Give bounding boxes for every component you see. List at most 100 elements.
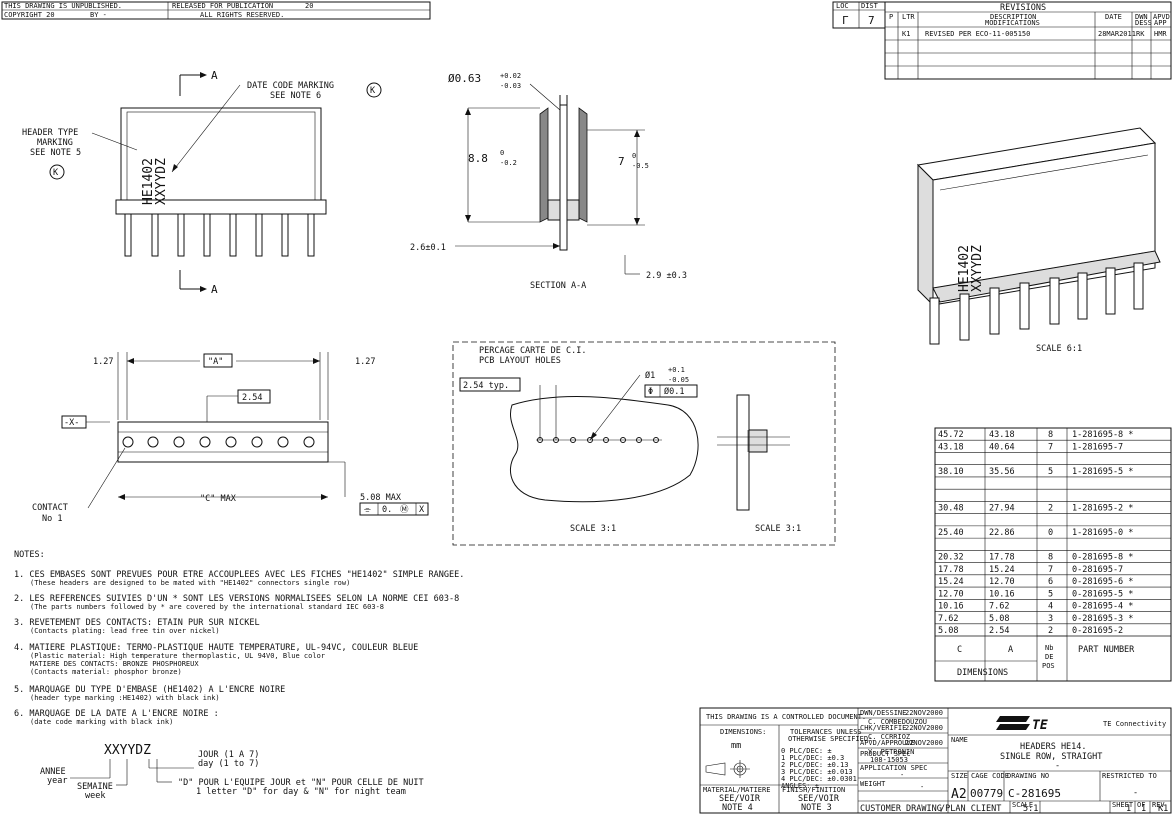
bottom-view: 1.27 1.27 "A" 2.54 -X- <box>32 352 429 524</box>
loc-label: LOC <box>836 2 849 10</box>
dwn-date: 22NOV2000 <box>905 709 943 717</box>
finish-value-2: NOTE 3 <box>801 803 832 813</box>
note-2-fr: 2. LES REFERENCES SUIVIES D'UN * SONT LE… <box>14 594 459 604</box>
tol-angles: ANGLES: ± <box>781 782 819 790</box>
table-cell: 7 <box>1048 565 1053 575</box>
table-cell: 10.16 <box>989 589 1015 599</box>
finish-label: FINISH/FINITION <box>782 786 845 794</box>
scale-label: SCALE <box>1012 801 1033 809</box>
note-5-fr: 5. MARQUAGE DU TYPE D'EMBASE (HE1402) A … <box>14 685 285 695</box>
front-view-pins <box>124 213 315 257</box>
tail-dim: 2.6±0.1 <box>410 243 446 253</box>
product-spec-value: 108-15053 <box>870 756 908 764</box>
table-cell: 45.72 <box>938 430 964 440</box>
revision-k-badge-top: K <box>370 86 376 96</box>
restricted-value: - <box>1133 788 1138 798</box>
table-cell: 0-281695-6 * <box>1072 577 1133 587</box>
unpublished-text: THIS DRAWING IS UNPUBLISHED. <box>4 2 122 10</box>
rev-row-ltr: K1 <box>902 30 910 38</box>
tol-2-plc: 2 PLC/DEC: ±0.13 <box>781 761 848 769</box>
see-note-6-label: SEE NOTE 6 <box>270 91 321 101</box>
notes-title: NOTES: <box>14 550 45 560</box>
fc-symbol: ⌯ <box>364 505 372 515</box>
table-cell: 43.18 <box>989 430 1015 440</box>
note-4-en-2: (Contacts material: phosphor bronze) <box>30 668 182 676</box>
material-label: MATERIAL/MATIERE <box>703 786 770 794</box>
table-cell: 12.70 <box>938 589 964 599</box>
apvd-name: Y. PETRONIN <box>868 748 914 756</box>
table-cell: 27.94 <box>989 504 1015 514</box>
dimensions-label: DIMENSIONS: <box>720 728 766 736</box>
dwn-label: DWN/DESSINE <box>860 709 906 717</box>
note-1-en: (These headers are designed to be mated … <box>30 579 350 587</box>
rev-row-dwn: RK <box>1136 30 1145 38</box>
table-cell: 30.48 <box>938 504 964 514</box>
top-left-stamp: THIS DRAWING IS UNPUBLISHED. COPYRIGHT 2… <box>1 1 431 20</box>
jour-label-en: day (1 to 7) <box>198 759 259 769</box>
finish-value-1: SEE/VOIR <box>798 794 840 804</box>
application-spec-value: - <box>900 771 904 779</box>
part-name-3: - <box>1055 761 1060 771</box>
application-spec-label: APPLICATION SPEC <box>860 764 927 772</box>
note-4-en: (Plastic material: High temperature ther… <box>30 652 325 660</box>
rev-col-apvd: APVD <box>1153 13 1170 21</box>
note-1-fr: 1. CES EMBASES SONT PREVUES POUR ETRE AC… <box>14 570 464 580</box>
sheet-label: SHEET <box>1112 801 1134 809</box>
semaine-label-fr: SEMAINE <box>77 782 113 792</box>
plan-client: /PLAN CLIENT <box>940 804 1001 814</box>
restricted-label: RESTRICTED TO <box>1102 772 1157 780</box>
released-text: RELEASED FOR PUBLICATION <box>172 2 273 10</box>
of-value: 1 <box>1141 804 1146 814</box>
table-cell: 12.70 <box>989 577 1015 587</box>
pcb-title-en: PCB LAYOUT HOLES <box>479 356 561 366</box>
table-cell: 4 <box>1048 602 1053 612</box>
rev-label: REV <box>1152 801 1165 809</box>
table-cell: 7.62 <box>938 614 958 624</box>
section-label: SECTION A-A <box>530 281 586 291</box>
note-2-en: (The parts numbers followed by * are cov… <box>30 603 384 611</box>
semaine-label-en: week <box>85 791 105 801</box>
table-cell: 1-281695-0 * <box>1072 528 1133 538</box>
rev-col-app: APP <box>1154 19 1167 27</box>
iso-pins <box>929 262 1144 345</box>
header-marking-label: MARKING <box>37 138 73 148</box>
cage-code-label: CAGE CODE <box>971 772 1009 780</box>
rev-col-dwn: DWN <box>1135 13 1148 21</box>
revisions-table: REVISIONS P LTR DESCRIPTION MODIFICATION… <box>884 1 1172 80</box>
dim-508-label: 5.08 MAX <box>360 493 402 503</box>
rev-value: K1 <box>1158 804 1168 814</box>
note-4-fr: 4. MATIERE PLASTIQUE: TERMO-PLASTIQUE HA… <box>14 643 418 653</box>
name-label: NAME <box>951 736 968 744</box>
dim-head-part: PART NUMBER <box>1078 645 1135 655</box>
section-height-b: 7 <box>618 155 625 168</box>
weight-label: WEIGHT <box>860 780 886 788</box>
rev-col-p: P <box>889 13 893 21</box>
table-cell: 8 <box>1048 430 1053 440</box>
table-cell: 0-281695-5 * <box>1072 589 1133 599</box>
pin-diameter: Ø0.63 <box>448 72 481 85</box>
iso-date-marking: XXYYDZ <box>970 245 985 292</box>
table-cell: 17.78 <box>938 565 964 575</box>
table-cell: 22.86 <box>989 528 1015 538</box>
header-type-label: HEADER TYPE <box>22 128 78 138</box>
scale-value: 5:1 <box>1023 804 1038 814</box>
pin-diameter-tol-lower: -0.03 <box>500 82 521 90</box>
pcb-hole-tol-upper: +0.1 <box>668 366 685 374</box>
drawing-no-value: C-281695 <box>1008 787 1061 800</box>
date-code-example: XXYYDZ <box>104 743 151 758</box>
dim-head-a: A <box>1008 645 1013 655</box>
loc-value: Γ <box>842 14 849 27</box>
table-cell: 5 <box>1048 467 1053 477</box>
section-height-a-tol-upper: 0 <box>500 149 504 157</box>
rev-col-desc-fr: MODIFICATIONS <box>985 19 1040 27</box>
sheet-value: 1 <box>1126 804 1131 814</box>
rev-col-date: DATE <box>1105 13 1122 21</box>
pin-length-dim: 2.9 ±0.3 <box>646 271 687 281</box>
dim-right-offset: 1.27 <box>355 357 375 367</box>
table-cell: 0-281695-2 <box>1072 626 1123 636</box>
dim-head-pos: POS <box>1042 662 1055 670</box>
table-cell: 5.08 <box>938 626 958 636</box>
note-4-fr-2: MATIERE DES CONTACTS: BRONZE PHOSPHOREUX <box>30 660 199 668</box>
contact-label: CONTACT <box>32 503 68 513</box>
